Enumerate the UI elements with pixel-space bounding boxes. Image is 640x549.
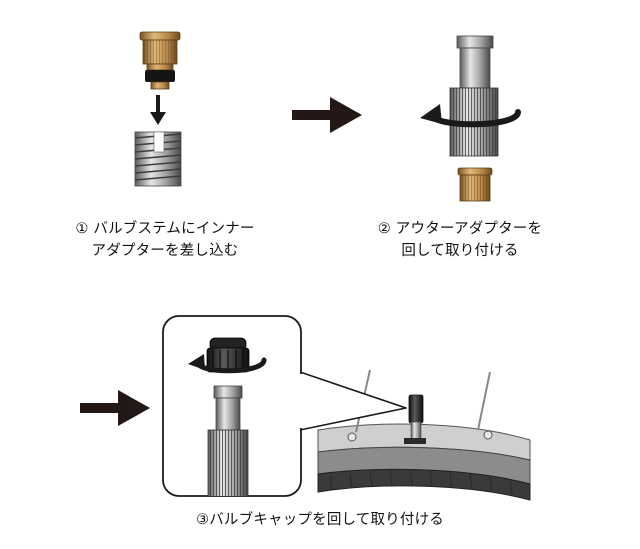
inner-adapter <box>139 31 181 90</box>
step1-caption-line1: ① バルブステムにインナー <box>75 221 255 237</box>
step2-caption-line1: ② アウターアダプターを <box>377 221 543 237</box>
rotate-arrow-icon <box>420 104 521 128</box>
valve-cap <box>206 337 250 373</box>
step1-caption-line2: アダプターを差し込む <box>91 243 239 259</box>
valve-on-wheel <box>404 394 426 444</box>
step1-caption: ① バルブステムにインナー アダプターを差し込む <box>40 218 290 262</box>
inner-adapter-installed <box>457 167 493 202</box>
callout-pointer <box>299 371 407 431</box>
valve-stem-threaded <box>134 131 182 187</box>
right-arrow-icon <box>292 97 362 133</box>
down-arrow-icon <box>150 95 166 125</box>
step2-caption: ② アウターアダプターを 回して取り付ける <box>330 218 590 262</box>
outer-adapter-installed <box>207 385 249 496</box>
step3-caption: ③バルブキャップを回して取り付ける <box>170 509 470 531</box>
rotate-arrow-icon <box>188 354 267 374</box>
outer-adapter <box>449 35 499 157</box>
right-arrow-icon <box>80 390 150 426</box>
step3-caption-line1: ③バルブキャップを回して取り付ける <box>196 512 444 528</box>
step2-caption-line2: 回して取り付ける <box>401 243 519 259</box>
